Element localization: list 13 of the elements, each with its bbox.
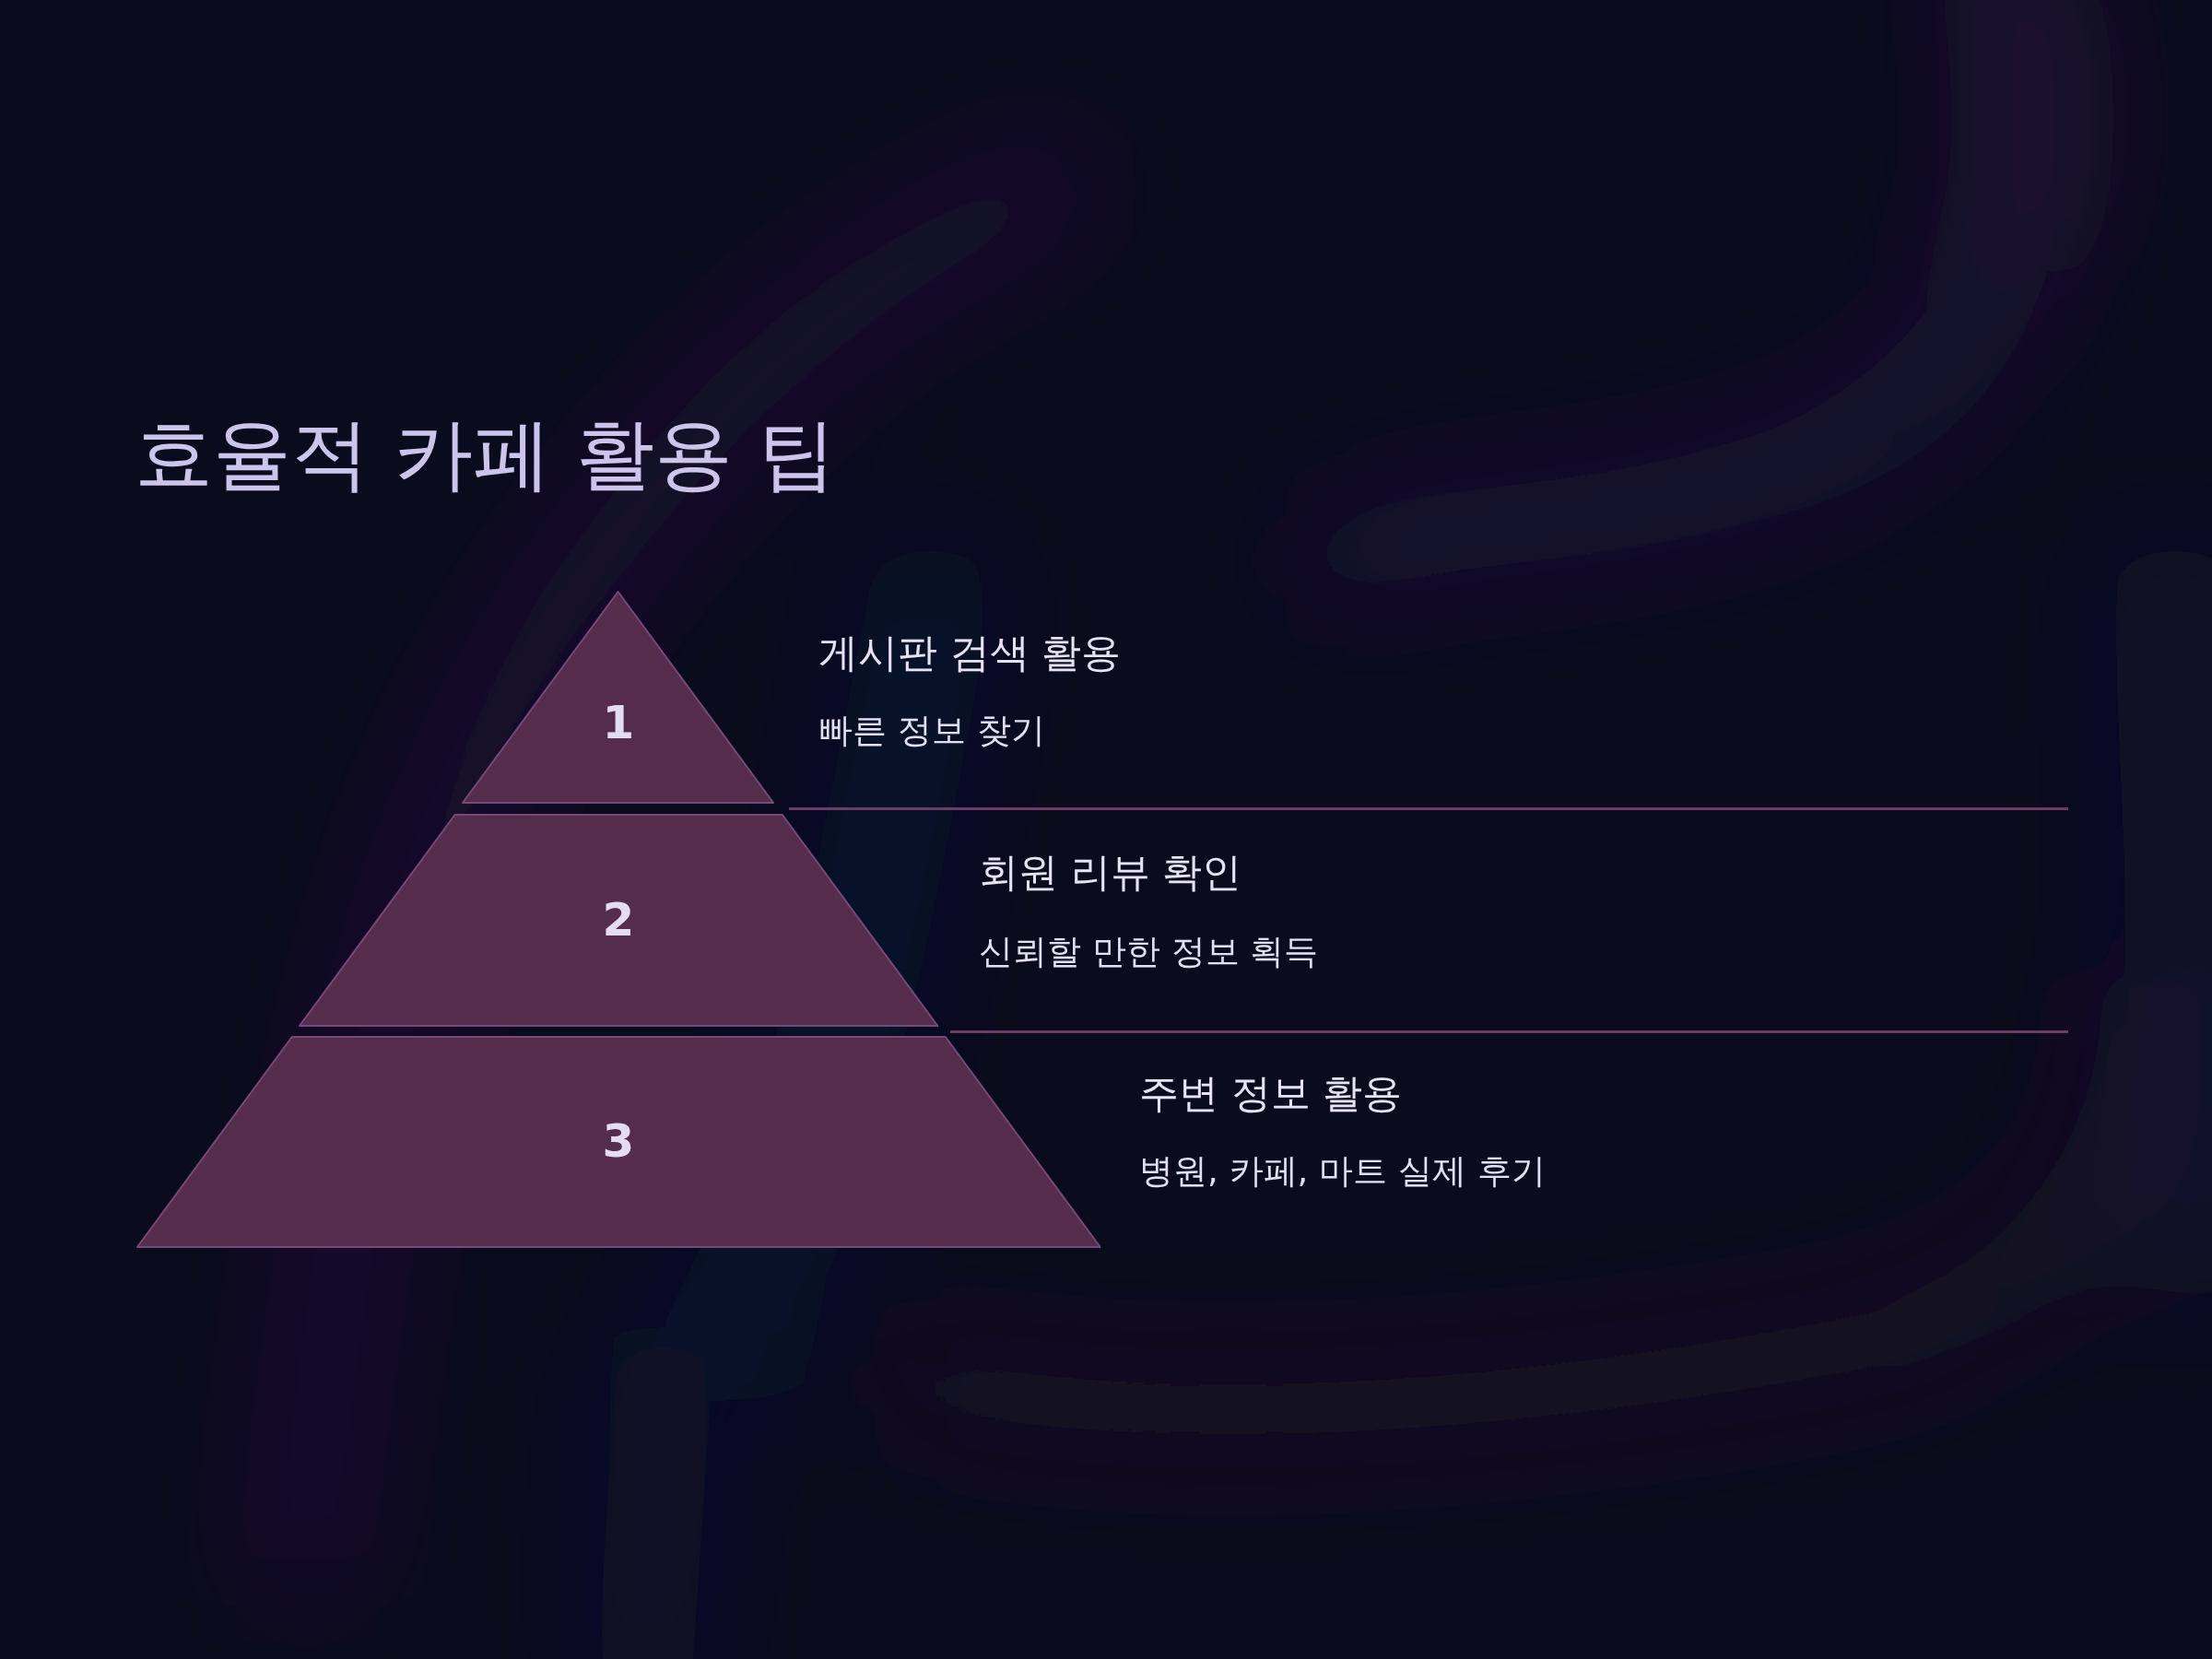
title: 효율적 카페 활용 팁 [135, 415, 837, 493]
level-heading: 게시판 검색 활용 [818, 633, 1122, 673]
pyramid-level [298, 814, 939, 1027]
level-number: 1 [602, 700, 635, 746]
level-number: 3 [602, 1118, 635, 1164]
level-description: 병원, 카페, 마트 실제 후기 [1139, 1154, 1546, 1188]
level-heading: 주변 정보 활용 [1139, 1074, 1403, 1113]
pyramid-level [135, 1036, 1101, 1248]
level-number: 2 [602, 897, 635, 943]
level-description: 신뢰할 만한 정보 획득 [979, 935, 1319, 969]
pyramid-level [462, 591, 775, 804]
level-heading: 회원 리뷰 확인 [979, 853, 1242, 892]
level-description: 빠른 정보 찾기 [818, 713, 1045, 747]
